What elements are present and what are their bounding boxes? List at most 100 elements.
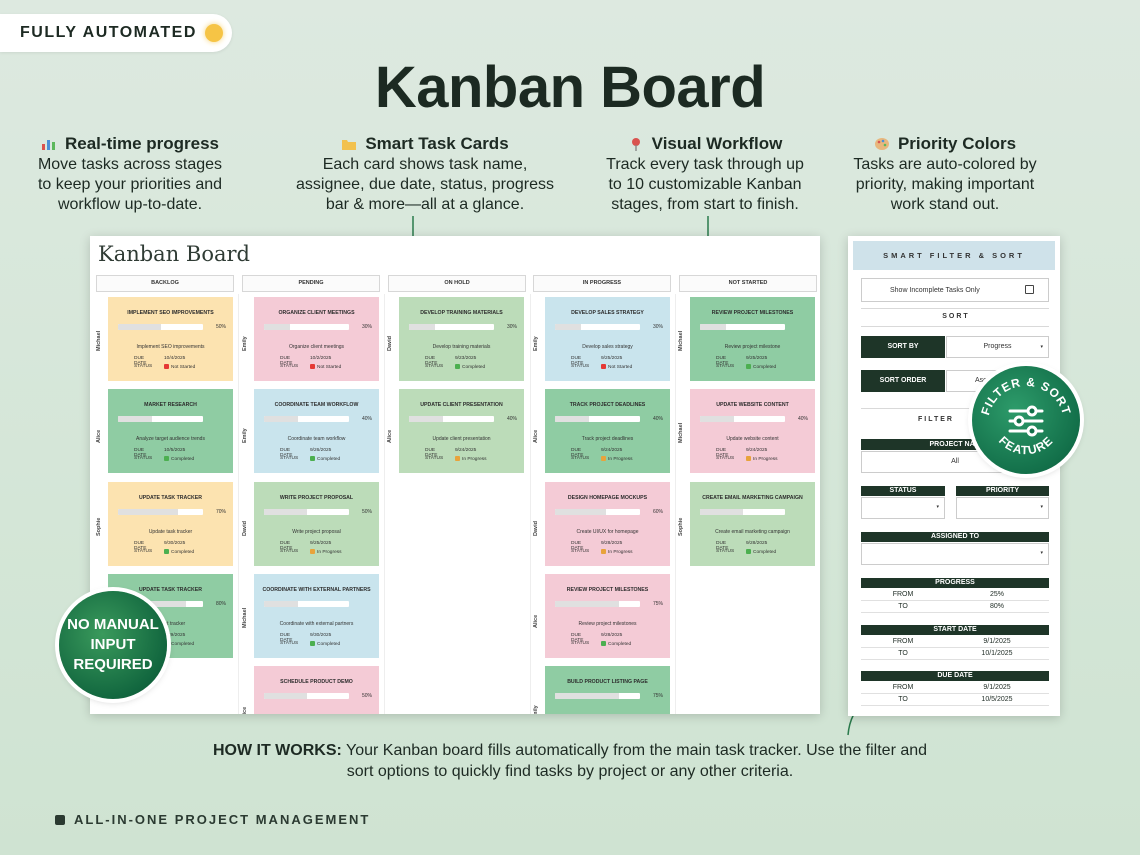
- task-description: Review project milestone: [724, 344, 781, 350]
- assigned-to-select[interactable]: ▾: [861, 543, 1049, 565]
- progress-percent: 75%: [652, 601, 663, 607]
- progress-percent: 75%: [652, 693, 663, 699]
- task-description: Develop sales strategy: [582, 344, 633, 350]
- chevron-down-icon: ▾: [1040, 504, 1043, 510]
- progress-bar: [264, 509, 349, 515]
- how-lead: HOW IT WORKS:: [212, 742, 342, 759]
- status-icon: [746, 364, 751, 369]
- task-description: Develop training materials: [432, 344, 491, 350]
- task-description: Update task tracker: [148, 529, 193, 535]
- task-description: Write project proposal: [292, 529, 341, 535]
- progress-fill: [264, 601, 298, 607]
- progress-fill: [118, 324, 161, 330]
- assignee-label: Michael: [678, 330, 684, 351]
- assignee-label: Emily: [533, 336, 539, 351]
- task-card[interactable]: COORDINATE TEAM WORKFLOW 40% Coordinate te…: [254, 389, 379, 473]
- seal-graphic: FILTER & SORT FEATURE: [978, 375, 1073, 458]
- column-header-pending[interactable]: PENDING: [242, 275, 380, 292]
- kanban-board: Kanban Board BACKLOG PENDING ON HOLD IN …: [90, 236, 820, 714]
- task-title: DEVELOP TRAINING MATERIALS: [420, 310, 503, 316]
- how-it-works-text: HOW IT WORKS: Your Kanban board fills au…: [212, 742, 928, 780]
- column-header-in-progress[interactable]: IN PROGRESS: [533, 275, 671, 292]
- progress-percent: 40%: [361, 416, 372, 422]
- task-description: Track project deadlines: [581, 436, 634, 442]
- feature-title: Priority Colors: [897, 134, 1017, 153]
- task-title: IMPLEMENT SEO IMPROVEMENTS: [127, 310, 214, 316]
- progress-bar: [264, 693, 349, 699]
- sort-order-label: SORT ORDER: [861, 370, 945, 392]
- progress-fill: [118, 416, 152, 422]
- chevron-down-icon: ▾: [1040, 550, 1043, 556]
- assigned-to-label: ASSIGNED TO: [861, 532, 1049, 542]
- task-title: COORDINATE TEAM WORKFLOW: [274, 402, 359, 408]
- column-header-not-started[interactable]: NOT STARTED: [679, 275, 817, 292]
- show-incomplete-checkbox[interactable]: [1025, 285, 1034, 294]
- assignee-label: Emily: [242, 428, 248, 443]
- task-title: CREATE EMAIL MARKETING CAMPAIGN: [702, 495, 803, 501]
- assignee-label: Alice: [533, 429, 539, 443]
- show-incomplete-row[interactable]: Show Incomplete Tasks Only: [861, 278, 1049, 302]
- show-incomplete-label: Show Incomplete Tasks Only: [890, 287, 980, 294]
- seal-bottom-text: FEATURE: [996, 433, 1055, 457]
- progress-bar: [409, 416, 494, 422]
- task-description: Coordinate team workflow: [287, 436, 346, 442]
- sort-by-select[interactable]: Progress▾: [946, 336, 1049, 358]
- status-select[interactable]: ▾: [861, 497, 945, 519]
- task-title: UPDATE TASK TRACKER: [139, 495, 202, 501]
- progress-fill: [555, 693, 619, 699]
- progress-percent: 30%: [506, 324, 517, 330]
- assignee-label: Sophie: [678, 517, 684, 536]
- task-title: UPDATE CLIENT PRESENTATION: [420, 402, 503, 408]
- assignee-label: David: [533, 521, 539, 536]
- progress-percent: 40%: [797, 416, 808, 422]
- progress-fill: [555, 416, 589, 422]
- column-header-on-hold[interactable]: ON HOLD: [388, 275, 526, 292]
- priority-select[interactable]: ▾: [956, 497, 1049, 519]
- task-card[interactable]: DEVELOP TRAINING MATERIALS 30% Develop tra…: [399, 297, 524, 381]
- svg-text:FEATURE: FEATURE: [996, 433, 1056, 457]
- status-icon: [310, 549, 315, 554]
- assignee-label: Alice: [96, 429, 102, 443]
- progress-percent: 50%: [361, 693, 372, 699]
- column-header-backlog[interactable]: BACKLOG: [96, 275, 234, 292]
- board-title: Kanban Board: [98, 242, 250, 266]
- task-description: Event tracker: [155, 621, 186, 627]
- task-description: Implement SEO improvements: [136, 344, 205, 350]
- feature-priority-colors: Priority Colors Tasks are auto-colored b…: [830, 134, 1060, 215]
